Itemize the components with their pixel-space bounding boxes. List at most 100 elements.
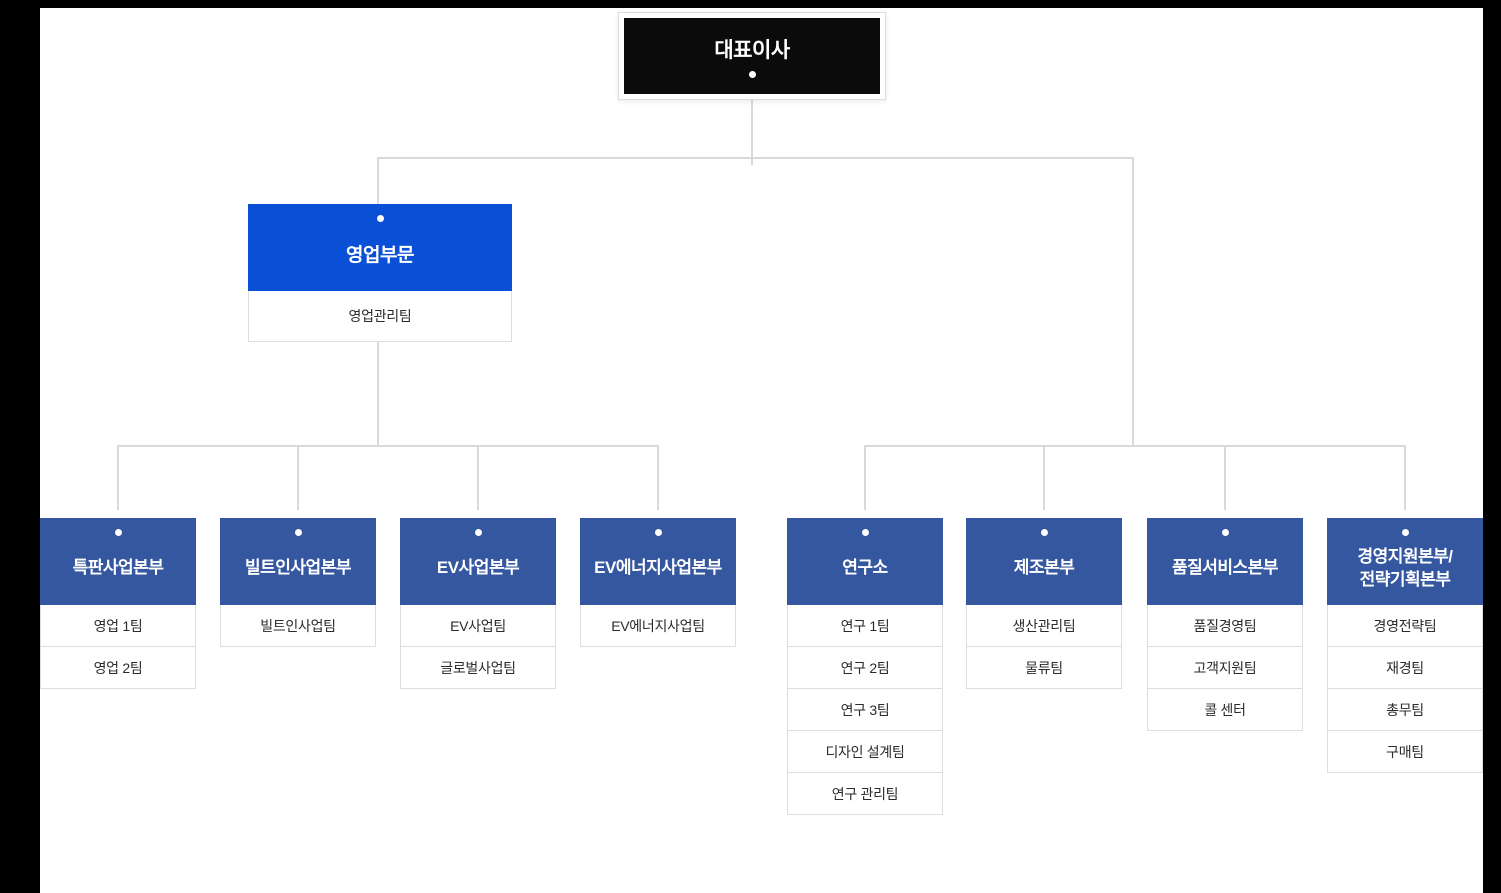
connector-line-drop-unit1 [117,445,119,510]
unit-header: 빌트인사업본부 [220,518,376,605]
connector-dot [114,529,122,536]
team-label: 영업 1팀 [93,617,143,634]
connector-dot [294,529,302,536]
team-cell: 영업관리팀 [248,291,512,342]
unit-header: 연구소 [787,518,943,605]
team-label: 글로벌사업팀 [440,659,516,676]
team-cell: 재경팀 [1327,647,1483,689]
unit-title-line-2: 전략기획본부 [1359,569,1451,589]
division-title: 영업부문 [346,245,414,266]
team-cell: 물류팀 [966,647,1122,689]
team-label: 연구 2팀 [840,659,890,676]
unit-card-8: 경영지원본부/ 전략기획본부 경영전략팀 재경팀 총무팀 구매팀 [1327,518,1483,773]
unit-card-1: 특판사업본부 영업 1팀 영업 2팀 [40,518,196,689]
unit-title: 연구소 [842,558,888,577]
division-header: 영업부문 [248,204,512,291]
connector-line-right-down [1132,157,1134,447]
team-label: 생산관리팀 [1012,617,1076,634]
team-cell: 연구 3팀 [787,689,943,731]
team-label: 콜 센터 [1204,701,1246,718]
connector-dot [748,71,756,78]
connector-line-drop-unit5 [864,445,866,510]
team-cell: 품질경영팀 [1147,605,1303,647]
team-cell: 연구 1팀 [787,605,943,647]
unit-title: EV에너지사업본부 [594,558,722,577]
team-label: 연구 3팀 [840,701,890,718]
team-cell: 구매팀 [1327,731,1483,773]
team-cell: 디자인 설계팀 [787,731,943,773]
team-label: 연구 관리팀 [831,785,899,802]
connector-line-left-horizontal [117,445,659,447]
team-label: 총무팀 [1386,701,1424,718]
ceo-card: 대표이사 [618,12,886,100]
unit-title: EV사업본부 [436,558,520,577]
connector-line-drop-unit8 [1404,445,1406,510]
team-cell: 영업 1팀 [40,605,196,647]
team-label: 영업관리팀 [348,308,412,324]
ceo-title: 대표이사 [714,39,790,62]
unit-card-3: EV사업본부 EV사업팀 글로벌사업팀 [400,518,556,689]
unit-title: 제조본부 [1013,558,1075,577]
team-cell: 글로벌사업팀 [400,647,556,689]
team-cell: 연구 관리팀 [787,773,943,815]
team-label: EV사업팀 [450,617,506,634]
team-cell: 연구 2팀 [787,647,943,689]
team-cell: 생산관리팀 [966,605,1122,647]
unit-title: 경영지원본부/ 전략기획본부 [1357,536,1453,605]
unit-title: 빌트인사업본부 [245,558,351,577]
team-cell: EV사업팀 [400,605,556,647]
connector-dot [861,529,869,536]
team-label: 재경팀 [1386,659,1424,676]
chart-canvas: 대표이사 영업부문 영업관리팀 특판사업본부 영업 1팀 영업 2팀 [40,8,1483,893]
team-label: 구매팀 [1386,743,1424,760]
unit-card-2: 빌트인사업본부 빌트인사업팀 [220,518,376,647]
unit-title-line-1: 경영지원본부/ [1357,546,1453,566]
connector-line-top-horizontal [377,157,1134,159]
connector-line-division-in [377,157,379,204]
unit-title: 품질서비스본부 [1172,558,1278,577]
unit-header: 제조본부 [966,518,1122,605]
connector-line-drop-unit3 [477,445,479,510]
connector-dot [654,529,662,536]
unit-card-6: 제조본부 생산관리팀 물류팀 [966,518,1122,689]
team-label: 연구 1팀 [840,617,890,634]
connector-line-drop-unit7 [1224,445,1226,510]
unit-header: 경영지원본부/ 전략기획본부 [1327,518,1483,605]
team-cell: 경영전략팀 [1327,605,1483,647]
team-cell: 영업 2팀 [40,647,196,689]
unit-card-5: 연구소 연구 1팀 연구 2팀 연구 3팀 디자인 설계팀 연구 관리팀 [787,518,943,815]
team-label: 물류팀 [1025,659,1063,676]
unit-header: 품질서비스본부 [1147,518,1303,605]
team-label: 영업 2팀 [93,659,143,676]
team-label: 품질경영팀 [1193,617,1257,634]
connector-line-drop-unit2 [297,445,299,510]
team-cell: 빌트인사업팀 [220,605,376,647]
team-label: 경영전략팀 [1373,617,1437,634]
unit-card-4: EV에너지사업본부 EV에너지사업팀 [580,518,736,647]
unit-title: 특판사업본부 [72,558,164,577]
connector-dot [1040,529,1048,536]
team-label: 고객지원팀 [1193,659,1257,676]
team-cell: EV에너지사업팀 [580,605,736,647]
ceo-box: 대표이사 [624,18,880,94]
unit-card-7: 품질서비스본부 품질경영팀 고객지원팀 콜 센터 [1147,518,1303,731]
connector-dot [1401,529,1409,536]
connector-line-drop-unit6 [1043,445,1045,510]
division-card-sales: 영업부문 영업관리팀 [248,204,512,342]
team-label: 디자인 설계팀 [825,743,905,760]
team-label: EV에너지사업팀 [611,617,705,634]
team-label: 빌트인사업팀 [260,617,336,634]
connector-dot [376,215,384,222]
unit-header: 특판사업본부 [40,518,196,605]
connector-line-division-out [377,342,379,445]
unit-header: EV사업본부 [400,518,556,605]
connector-line-drop-unit4 [657,445,659,510]
team-cell: 총무팀 [1327,689,1483,731]
team-cell: 고객지원팀 [1147,647,1303,689]
connector-dot [1221,529,1229,536]
team-cell: 콜 센터 [1147,689,1303,731]
connector-line-right-horizontal [864,445,1406,447]
unit-header: EV에너지사업본부 [580,518,736,605]
connector-dot [474,529,482,536]
